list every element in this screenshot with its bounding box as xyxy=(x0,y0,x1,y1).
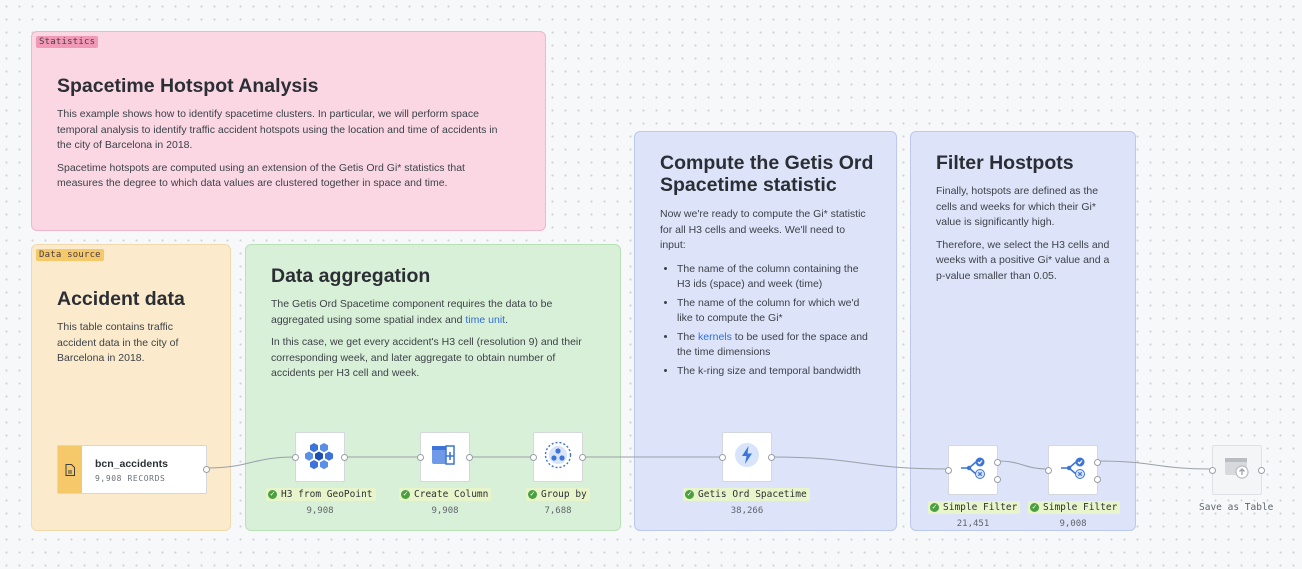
list-item: The name of the column for which we'd li… xyxy=(677,296,872,327)
node-label: ✓H3 from GeoPoint xyxy=(266,488,376,501)
group-description: This example shows how to identify space… xyxy=(57,107,507,199)
group-dots-icon xyxy=(544,441,572,474)
h3-hexagons-icon xyxy=(305,441,335,474)
input-port[interactable] xyxy=(417,454,424,461)
group-data-aggregation[interactable]: Data aggregation The Getis Ord Spacetime… xyxy=(245,244,621,531)
group-title: Compute the Getis Ord Spacetime statisti… xyxy=(660,152,874,196)
save-table-icon xyxy=(1223,455,1251,486)
description-paragraph: Spacetime hotspots are computed using an… xyxy=(57,161,465,190)
time-unit-link[interactable]: time unit xyxy=(465,313,506,326)
node-label: ✓Getis Ord Spacetime xyxy=(683,488,810,501)
group-title: Spacetime Hotspot Analysis xyxy=(57,75,319,97)
output-port[interactable] xyxy=(466,454,473,461)
list-item: The name of the column containing the H3… xyxy=(677,262,872,293)
group-tag: Data source xyxy=(36,249,104,261)
description-paragraph: Now we're ready to compute the Gi* stati… xyxy=(660,208,866,251)
node-simple-filter-1[interactable] xyxy=(945,445,1001,495)
table-file-icon xyxy=(58,446,82,493)
node-row-count: 9,908 xyxy=(306,506,334,516)
source-node-bcn-accidents[interactable]: bcn_accidents 9,908 RECORDS xyxy=(57,445,210,494)
node-group-by[interactable] xyxy=(530,432,586,482)
node-simple-filter-2[interactable] xyxy=(1045,445,1101,495)
group-statistics[interactable]: Statistics Spacetime Hotspot Analysis Th… xyxy=(31,31,546,231)
list-item: The kernels to be used for the space and… xyxy=(677,330,872,361)
output-port-true[interactable] xyxy=(1094,459,1101,466)
node-label: ✓Group by xyxy=(526,488,590,501)
success-check-icon: ✓ xyxy=(1030,503,1039,512)
node-label: ✓Simple Filter xyxy=(928,501,1021,514)
node-h3-from-geopoint[interactable] xyxy=(292,432,348,482)
output-port[interactable] xyxy=(341,454,348,461)
input-list: The name of the column containing the H3… xyxy=(660,262,872,380)
output-port[interactable] xyxy=(1258,467,1265,474)
success-check-icon: ✓ xyxy=(930,503,939,512)
description-paragraph: Therefore, we select the H3 cells and we… xyxy=(936,238,1110,282)
node-row-count: 9,008 xyxy=(1059,519,1087,529)
node-row-count: 38,266 xyxy=(730,506,764,516)
node-row-count: 21,451 xyxy=(956,519,990,529)
add-column-icon xyxy=(431,443,459,472)
description-paragraph: Finally, hotspots are defined as the cel… xyxy=(936,185,1099,228)
description-paragraph: The Getis Ord Spacetime component requir… xyxy=(271,298,553,326)
list-item: The k-ring size and temporal bandwidth xyxy=(677,364,872,380)
group-title: Accident data xyxy=(57,288,185,310)
source-name: bcn_accidents xyxy=(95,458,168,470)
output-port-true[interactable] xyxy=(994,459,1001,466)
group-tag: Statistics xyxy=(36,36,99,48)
group-description: This table contains traffic accident dat… xyxy=(57,320,205,374)
node-label: ✓Simple Filter xyxy=(1028,501,1121,514)
node-getis-ord-spacetime[interactable] xyxy=(719,432,775,482)
group-title: Filter Hostpots xyxy=(936,152,1074,174)
lightning-icon xyxy=(734,442,760,473)
group-filter-hotspots[interactable]: Filter Hostpots Finally, hotspots are de… xyxy=(910,131,1136,531)
output-port-false[interactable] xyxy=(994,476,1001,483)
group-title: Data aggregation xyxy=(271,265,431,287)
source-record-count: 9,908 RECORDS xyxy=(95,474,166,483)
filter-branch-icon xyxy=(1059,455,1087,486)
group-description: The Getis Ord Spacetime component requir… xyxy=(271,297,601,389)
output-port[interactable] xyxy=(203,466,210,473)
node-create-column[interactable] xyxy=(417,432,473,482)
input-port[interactable] xyxy=(1045,467,1052,474)
description-paragraph: This table contains traffic accident dat… xyxy=(57,321,179,364)
success-check-icon: ✓ xyxy=(528,490,537,499)
description-paragraph: In this case, we get every accident's H3… xyxy=(271,336,582,379)
input-port[interactable] xyxy=(719,454,726,461)
success-check-icon: ✓ xyxy=(401,490,410,499)
input-port[interactable] xyxy=(530,454,537,461)
input-port[interactable] xyxy=(292,454,299,461)
node-label: ✓Create Column xyxy=(399,488,492,501)
group-description: Now we're ready to compute the Gi* stati… xyxy=(660,207,872,382)
success-check-icon: ✓ xyxy=(685,490,694,499)
node-label: Save as Table xyxy=(1199,502,1274,513)
node-save-as-table[interactable] xyxy=(1209,445,1265,495)
kernels-link[interactable]: kernels xyxy=(698,330,732,343)
success-check-icon: ✓ xyxy=(268,490,277,499)
description-paragraph: This example shows how to identify space… xyxy=(57,108,498,151)
node-row-count: 7,688 xyxy=(544,506,572,516)
output-port-false[interactable] xyxy=(1094,476,1101,483)
output-port[interactable] xyxy=(768,454,775,461)
node-row-count: 9,908 xyxy=(431,506,459,516)
filter-branch-icon xyxy=(959,455,987,486)
input-port[interactable] xyxy=(1209,467,1216,474)
output-port[interactable] xyxy=(579,454,586,461)
input-port[interactable] xyxy=(945,467,952,474)
group-description: Finally, hotspots are defined as the cel… xyxy=(936,184,1116,291)
